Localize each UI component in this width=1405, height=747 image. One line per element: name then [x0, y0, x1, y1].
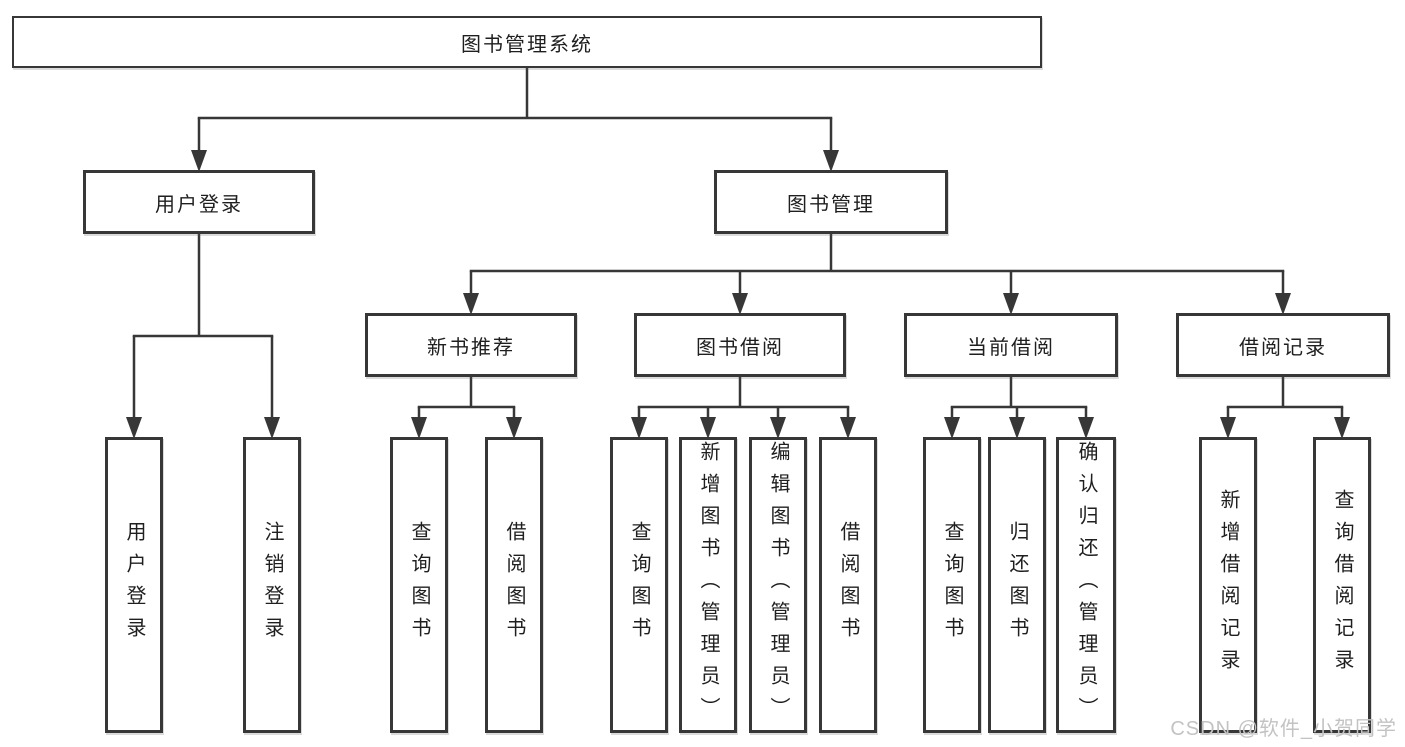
node-label-leaf-user-login: 用户登录 — [123, 521, 145, 649]
node-leaf-cb-query: 查询图书 — [923, 437, 981, 733]
node-label-leaf-cb-return: 归还图书 — [1006, 521, 1028, 649]
node-leaf-br-add: 新增借阅记录 — [1199, 437, 1257, 733]
node-new-book: 新书推荐 — [365, 313, 577, 377]
watermark: CSDN @软件_小贺同学 — [1170, 718, 1397, 740]
arrowhead-icon — [631, 417, 647, 439]
node-label-borrow-records: 借阅记录 — [1239, 336, 1327, 359]
node-current-borrow: 当前借阅 — [904, 313, 1118, 377]
node-label-leaf-bb-edit: 编辑图书（管理员） — [767, 441, 789, 729]
arrowhead-icon — [126, 417, 142, 439]
node-label-leaf-br-query: 查询借阅记录 — [1331, 489, 1353, 681]
arrowhead-icon — [1078, 417, 1094, 439]
arrowhead-icon — [506, 417, 522, 439]
arrowhead-icon — [264, 417, 280, 439]
arrowhead-icon — [770, 417, 786, 439]
node-label-leaf-br-add: 新增借阅记录 — [1217, 489, 1239, 681]
node-leaf-nb-borrow: 借阅图书 — [485, 437, 543, 733]
node-label-leaf-logout: 注销登录 — [261, 521, 283, 649]
node-label-leaf-bb-query: 查询图书 — [628, 521, 650, 649]
arrowhead-icon — [411, 417, 427, 439]
arrowhead-icon — [191, 150, 207, 172]
node-root: 图书管理系统 — [12, 16, 1042, 68]
arrowhead-icon — [1009, 417, 1025, 439]
node-borrow-records: 借阅记录 — [1176, 313, 1390, 377]
node-leaf-logout: 注销登录 — [243, 437, 301, 733]
node-leaf-cb-return: 归还图书 — [988, 437, 1046, 733]
node-book-mgmt: 图书管理 — [714, 170, 948, 234]
node-leaf-bb-add: 新增图书（管理员） — [679, 437, 737, 733]
arrowhead-icon — [1003, 293, 1019, 315]
node-label-current-borrow: 当前借阅 — [967, 336, 1055, 359]
node-user-login: 用户登录 — [83, 170, 315, 234]
node-label-leaf-bb-add: 新增图书（管理员） — [697, 441, 719, 729]
arrowhead-icon — [1220, 417, 1236, 439]
arrowhead-icon — [944, 417, 960, 439]
node-label-book-borrow: 图书借阅 — [696, 336, 784, 359]
arrowhead-icon — [1275, 293, 1291, 315]
arrowhead-icon — [732, 293, 748, 315]
node-label-leaf-cb-confirm: 确认归还（管理员） — [1075, 441, 1097, 729]
arrowhead-icon — [823, 150, 839, 172]
node-leaf-bb-edit: 编辑图书（管理员） — [749, 437, 807, 733]
node-label-new-book: 新书推荐 — [427, 336, 515, 359]
arrowhead-icon — [840, 417, 856, 439]
node-label-leaf-bb-borrow: 借阅图书 — [837, 521, 859, 649]
node-leaf-bb-query: 查询图书 — [610, 437, 668, 733]
arrowhead-icon — [1334, 417, 1350, 439]
node-leaf-bb-borrow: 借阅图书 — [819, 437, 877, 733]
node-leaf-user-login: 用户登录 — [105, 437, 163, 733]
arrowhead-icon — [463, 293, 479, 315]
node-leaf-br-query: 查询借阅记录 — [1313, 437, 1371, 733]
node-leaf-cb-confirm: 确认归还（管理员） — [1056, 437, 1116, 733]
node-label-leaf-cb-query: 查询图书 — [941, 521, 963, 649]
node-label-leaf-nb-borrow: 借阅图书 — [503, 521, 525, 649]
node-label-leaf-nb-query: 查询图书 — [408, 521, 430, 649]
node-label-root: 图书管理系统 — [461, 33, 593, 56]
node-book-borrow: 图书借阅 — [634, 313, 846, 377]
node-label-book-mgmt: 图书管理 — [787, 193, 875, 216]
node-leaf-nb-query: 查询图书 — [390, 437, 448, 733]
arrowhead-icon — [700, 417, 716, 439]
node-label-user-login: 用户登录 — [155, 193, 243, 216]
